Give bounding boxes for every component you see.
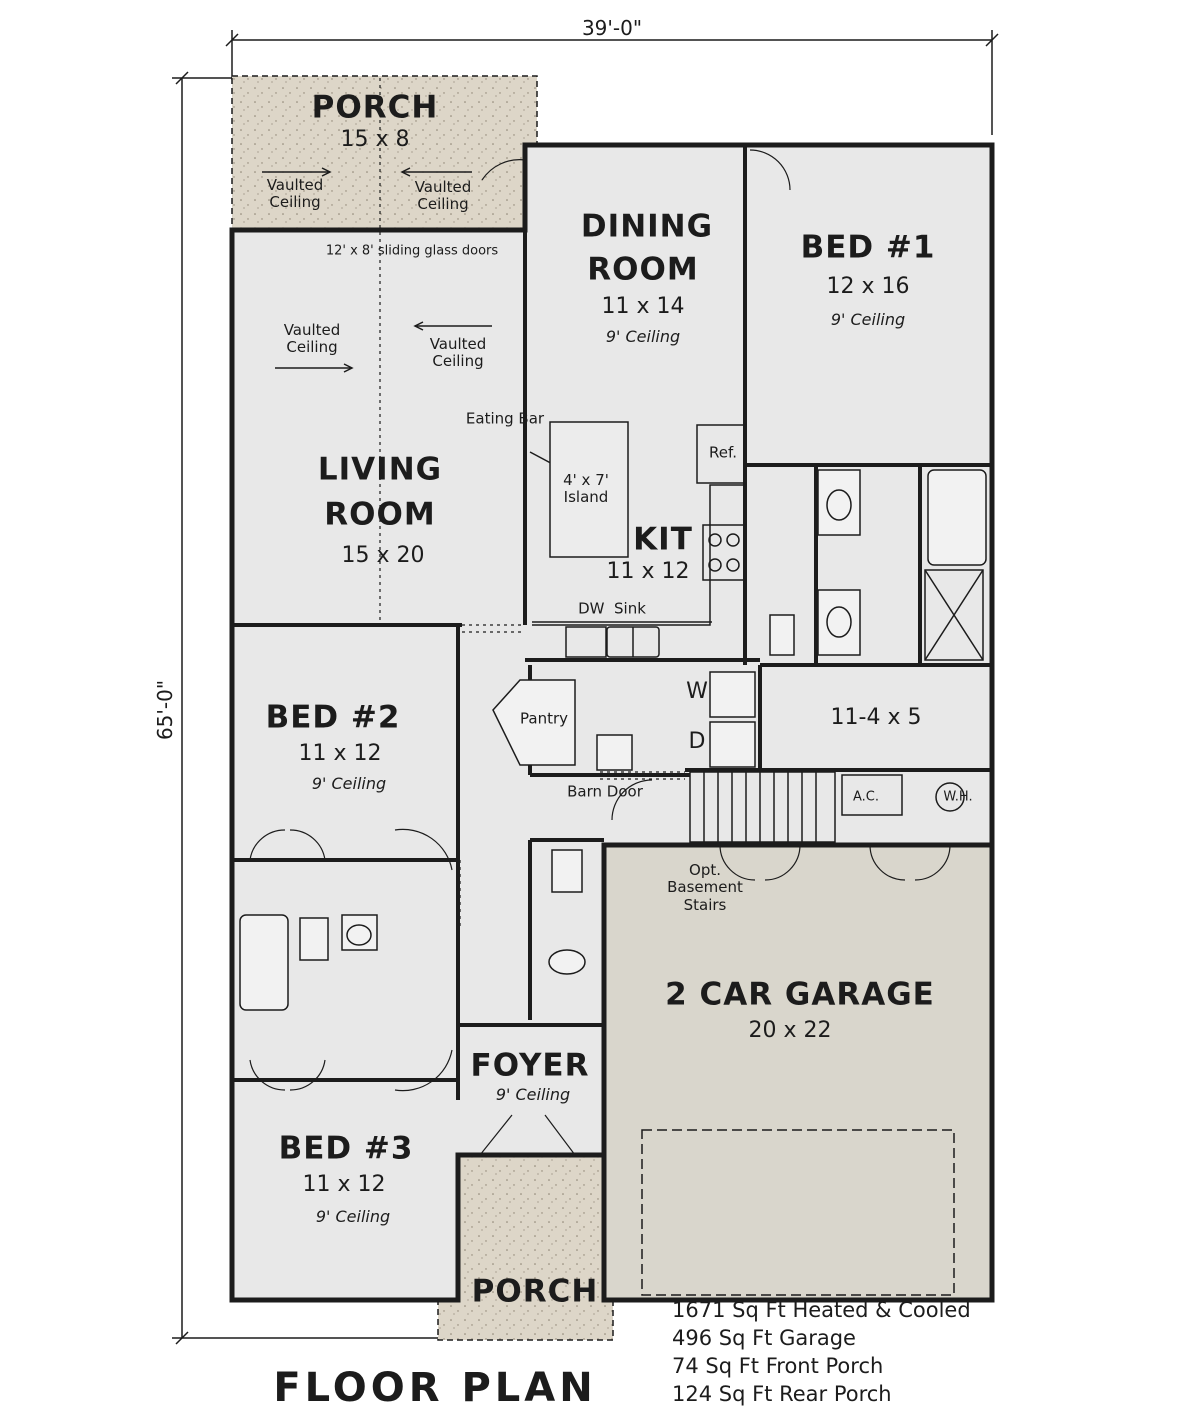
vaulted-arrows	[262, 167, 562, 469]
bed1-size: 12 x 16	[826, 274, 910, 299]
bed1-ceiling: 9' Ceiling	[830, 310, 906, 329]
overall-depth-label: 65'-0"	[153, 679, 177, 741]
laundry-fixtures	[492, 671, 756, 771]
closet-size: 11-4 x 5	[830, 705, 922, 730]
garage-name: 2 CAR GARAGE	[665, 976, 935, 1013]
dining-size: 11 x 14	[601, 294, 685, 319]
depth-dimension-line	[172, 71, 440, 1345]
plan-title: FLOOR PLAN	[273, 1365, 597, 1411]
dining-name-line2: ROOM	[587, 251, 699, 288]
ac-label: A.C.	[852, 789, 880, 805]
bed1-name: BED #1	[800, 229, 936, 266]
rear-porch-name: PORCH	[311, 89, 439, 126]
kitchen-size: 11 x 12	[606, 559, 690, 584]
bed3-size: 11 x 12	[302, 1172, 386, 1197]
basement-stairs-note: Opt. Basement Stairs	[667, 861, 743, 914]
living-vaulted-ceiling-left: Vaulted Ceiling	[283, 320, 341, 356]
living-vaulted-ceiling-right: Vaulted Ceiling	[429, 334, 487, 370]
dishwasher-sink-label: DW Sink	[578, 599, 646, 618]
water-heater-label: W.H.	[943, 789, 973, 805]
foyer-ceiling: 9' Ceiling	[495, 1085, 571, 1104]
bed2-name: BED #2	[265, 699, 401, 736]
eating-bar-note: Eating Bar	[465, 409, 545, 428]
garage-door[interactable]	[641, 1129, 955, 1296]
overall-width-label: 39'-0"	[581, 16, 643, 40]
dryer-label: D	[688, 729, 706, 754]
interior-walls	[232, 145, 992, 1155]
island-note: 4' x 7' Island	[563, 470, 609, 506]
basement-stairs	[689, 771, 965, 843]
kitchen-island	[549, 421, 629, 558]
washer-label: W	[686, 679, 708, 704]
front-porch-slab	[437, 1154, 614, 1341]
width-dimension-line	[225, 30, 999, 135]
kitchen-name: KIT	[633, 521, 693, 558]
garage-floor	[601, 842, 995, 1303]
bed2-ceiling: 9' Ceiling	[311, 774, 387, 793]
sliding-doors-note: 12' x 8' sliding glass doors	[325, 243, 499, 259]
dining-name-line1: DINING	[580, 208, 714, 245]
bath-2-fixtures	[239, 849, 586, 1011]
sqft-front-porch: 74 Sq Ft Front Porch	[672, 1354, 884, 1378]
living-name-line1: LIVING	[317, 451, 443, 488]
bed3-name: BED #3	[278, 1130, 414, 1167]
sqft-heated-cooled: 1671 Sq Ft Heated & Cooled	[672, 1298, 971, 1322]
barn-door-note: Barn Door	[567, 782, 643, 801]
pantry-label: Pantry	[520, 709, 568, 728]
refrigerator-label: Ref.	[709, 443, 737, 462]
door-swings	[249, 149, 951, 1156]
sqft-garage: 496 Sq Ft Garage	[672, 1326, 856, 1350]
foyer-name: FOYER	[470, 1047, 590, 1084]
front-porch-name: PORCH	[471, 1273, 599, 1310]
dining-ceiling: 9' Ceiling	[605, 327, 681, 346]
vault-and-opening-lines	[379, 78, 685, 930]
living-name-line2: ROOM	[324, 496, 436, 533]
rear-porch-size: 15 x 8	[340, 127, 410, 152]
porch-vaulted-ceiling-right: Vaulted Ceiling	[414, 177, 472, 213]
kitchen-counters	[532, 424, 746, 658]
sqft-rear-porch: 124 Sq Ft Rear Porch	[672, 1382, 892, 1406]
bath-1-fixtures	[769, 469, 987, 661]
living-size: 15 x 20	[341, 543, 425, 568]
porch-vaulted-ceiling-left: Vaulted Ceiling	[266, 175, 324, 211]
garage-size: 20 x 22	[748, 1018, 832, 1043]
bed3-ceiling: 9' Ceiling	[315, 1207, 391, 1226]
square-footage-summary: 1671 Sq Ft Heated & Cooled 496 Sq Ft Gar…	[672, 1296, 971, 1408]
bed2-size: 11 x 12	[298, 741, 382, 766]
